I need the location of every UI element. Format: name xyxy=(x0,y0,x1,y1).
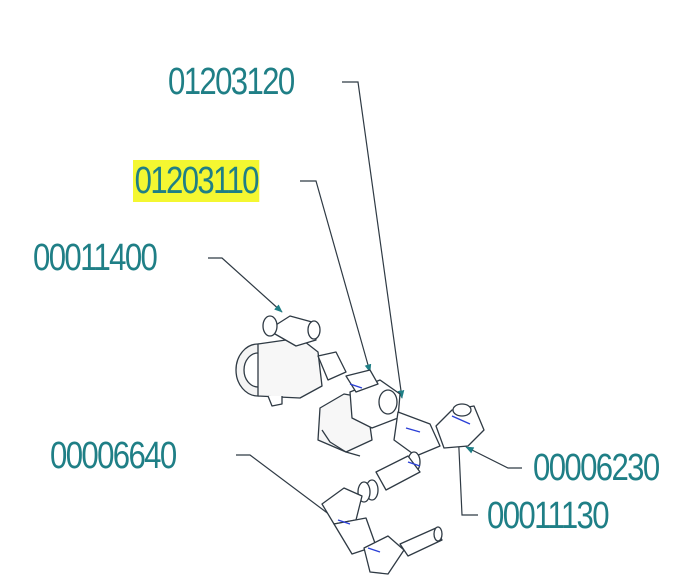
valve-lower xyxy=(317,369,401,457)
elbow-fittings xyxy=(321,487,443,575)
part-number-00006640[interactable]: 00006640 xyxy=(50,435,177,477)
part-number-00006230[interactable]: 00006230 xyxy=(533,447,660,489)
valve-upper xyxy=(235,315,347,407)
leader-00011400 xyxy=(208,257,283,313)
leader-01203110 xyxy=(300,180,372,373)
leader-00011130 xyxy=(454,427,478,516)
leader-00006230 xyxy=(465,446,522,469)
accent-lines xyxy=(337,383,471,553)
leader-lines xyxy=(208,81,522,531)
highlight-mark: 01203110 xyxy=(133,160,259,202)
pump-assembly xyxy=(235,315,485,575)
part-number-01203110-highlighted[interactable]: 01203110 xyxy=(133,160,259,202)
part-number-00011400[interactable]: 00011400 xyxy=(33,237,158,279)
part-number-00011130[interactable]: 00011130 xyxy=(487,495,610,537)
leader-01203120 xyxy=(342,81,405,399)
hose-fittings xyxy=(357,403,485,503)
part-number-01203120[interactable]: 01203120 xyxy=(168,61,295,103)
leader-00006640 xyxy=(236,454,351,531)
